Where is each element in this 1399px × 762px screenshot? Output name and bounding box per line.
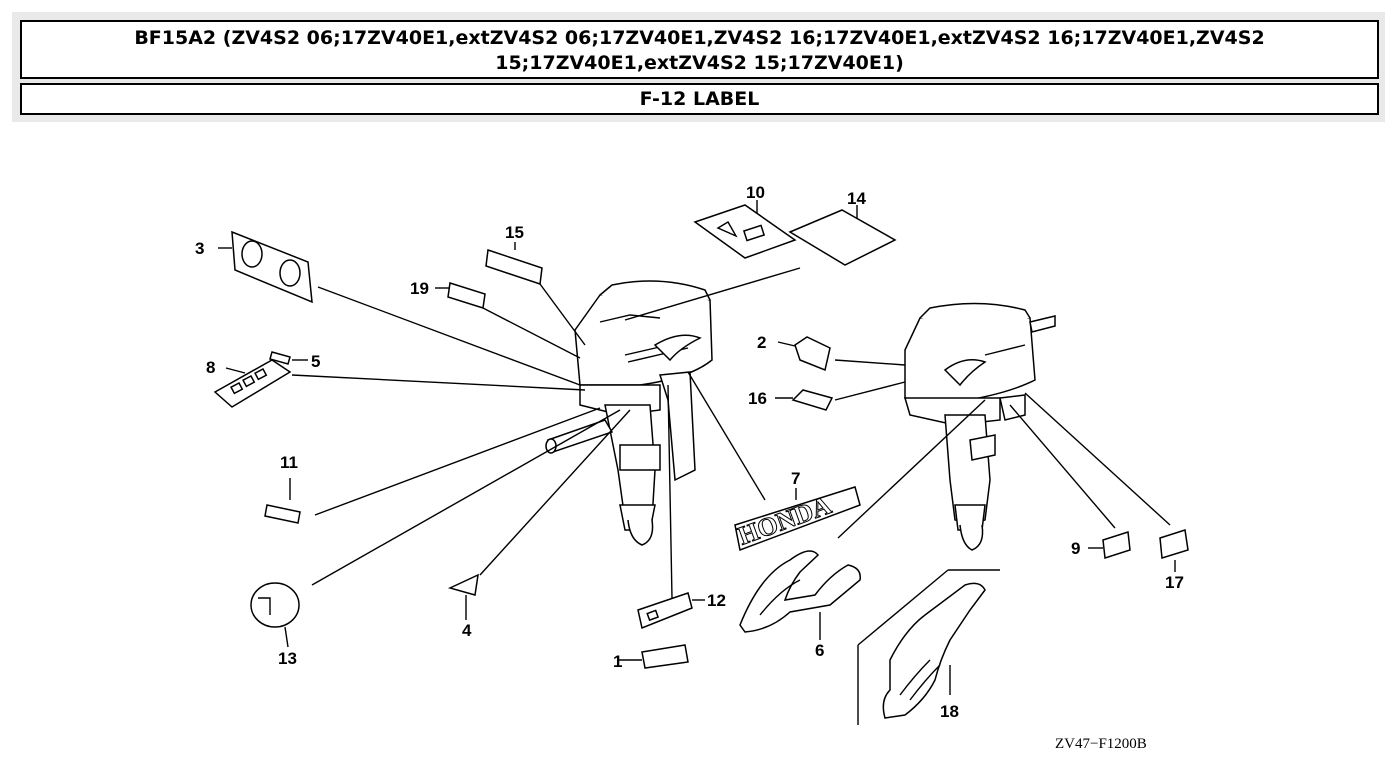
callout-11: 11: [280, 453, 298, 472]
part-10-label: [693, 200, 797, 259]
callout-10: 10: [746, 183, 765, 202]
callout-16: 16: [748, 389, 767, 408]
part-9-label: [1009, 404, 1131, 559]
callout-4: 4: [462, 621, 472, 640]
callout-9: 9: [1071, 539, 1080, 558]
part-19-label: [435, 282, 581, 359]
section-title: F-12 LABEL: [20, 83, 1379, 115]
callout-3: 3: [195, 239, 204, 258]
part-7-emblem: HONDA: [687, 371, 861, 551]
callout-2: 2: [757, 333, 766, 352]
part-2-label: [777, 336, 906, 372]
callout-18: 18: [940, 702, 959, 721]
callout-7: 7: [791, 469, 800, 488]
part-5-label: [269, 351, 308, 365]
callout-19: 19: [410, 279, 429, 298]
part-12-label: [637, 384, 705, 630]
part-15-label: [485, 242, 586, 346]
part-8-label: [213, 359, 586, 408]
part-6-logo: [739, 399, 986, 640]
callout-13: 13: [278, 649, 297, 668]
model-title: BF15A2 (ZV4S2 06;17ZV40E1,extZV4S2 06;17…: [20, 20, 1379, 79]
part-14-label: [624, 205, 897, 321]
callout-1: 1: [613, 652, 622, 671]
callout-14: 14: [847, 189, 866, 208]
callout-17: 17: [1165, 573, 1184, 592]
callout-12: 12: [707, 591, 726, 610]
brand-text: HONDA: [734, 490, 835, 550]
part-1-label: [618, 644, 689, 669]
part-16-label: [775, 381, 906, 411]
drawing-code: ZV47−F1200B: [1055, 736, 1147, 752]
callout-8: 8: [206, 358, 215, 377]
part-4-label: [447, 409, 631, 620]
part-18-logo: [857, 569, 1000, 725]
outboard-motor-left: [545, 280, 713, 546]
callout-5: 5: [311, 352, 320, 371]
part-11-label: [264, 407, 601, 524]
callout-6: 6: [815, 641, 824, 660]
part-13-ring: [250, 409, 621, 648]
callout-15: 15: [505, 223, 524, 242]
part-3-label: [218, 230, 581, 386]
part-17-label: [1024, 392, 1189, 572]
outboard-motor-right: [903, 302, 1056, 551]
